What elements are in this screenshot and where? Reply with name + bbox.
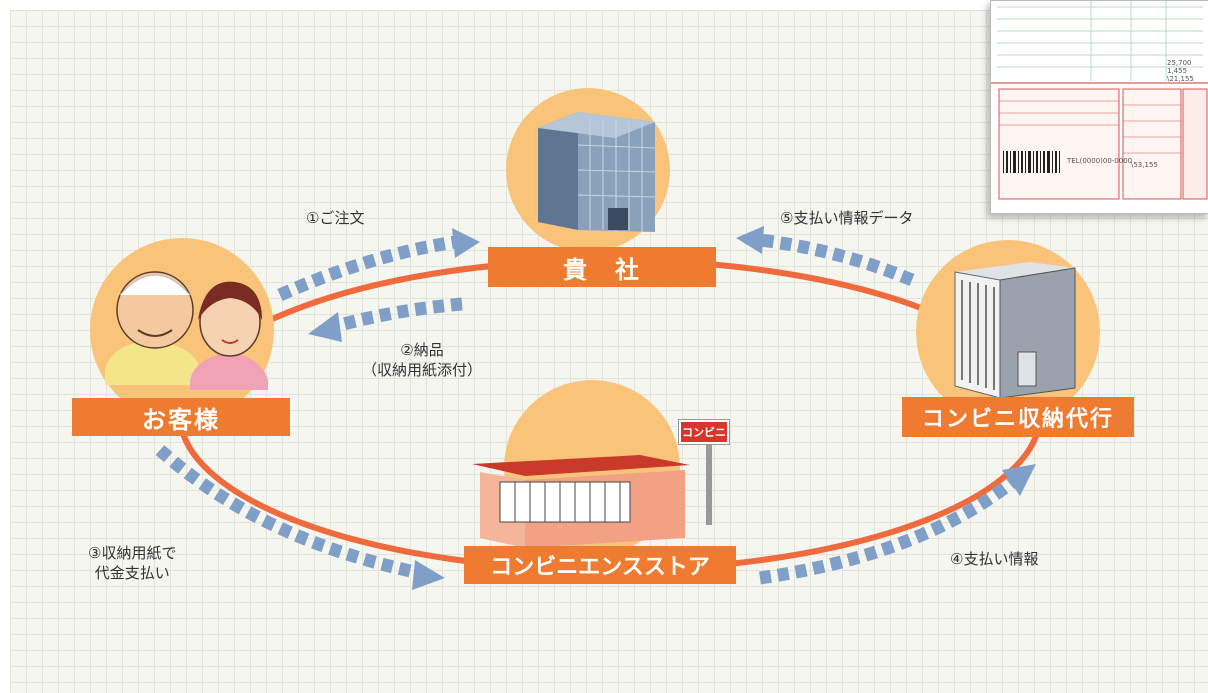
form-amount: \53,155 [1131,161,1158,169]
agency-tower-icon [954,262,1076,399]
step-payment-line1: ③収納用紙で [88,544,177,562]
form-total-1: 25,700 [1167,59,1192,67]
step-order: ①ご注文 [306,208,364,228]
payment-form-thumbnail: 25,700 1,455 \21,155 \53,155 TEL(0000)00… [990,0,1208,214]
customer-label-text: お客様 [142,405,220,434]
store-sign-text: コンビニ [682,426,726,439]
arrow-payment-info [759,464,1036,585]
step-payment-data: ⑤支払い情報データ [780,208,913,228]
step-payment-info: ④支払い情報 [950,549,1038,569]
step-payment-line2: 代金支払い [94,564,170,582]
store-label: コンビニエンスストア [464,546,736,584]
form-total-3: \21,155 [1167,75,1194,83]
arrow-payment [155,445,445,590]
step-payment: ③収納用紙で 代金支払い [88,543,176,583]
payment-form-drawing [991,1,1208,200]
agency-label-text: コンビニ収納代行 [921,407,1114,432]
form-total-2: 1,455 [1167,67,1188,75]
store-label-text: コンビニエンスストア [490,555,710,580]
customers-illustration [105,271,268,390]
form-barcode-caption: TEL(0000)00-0000 [1067,157,1133,165]
step-payment-data-text: ⑤支払い情報データ [780,209,914,227]
agency-label: コンビニ収納代行 [902,397,1134,437]
arrow-order [277,228,480,301]
customer-label: お客様 [72,398,290,436]
convenience-store-icon [472,440,712,548]
step-delivery-line2: （収納用紙添付） [362,361,483,379]
office-building-icon [538,112,656,232]
company-label-text: 貴 社 [563,255,641,284]
arrow-delivery [308,297,463,342]
store-sign: コンビニ [679,420,729,444]
step-delivery: ②納品 （収納用紙添付） [362,340,482,380]
step-payment-info-text: ④支払い情報 [950,550,1039,568]
arrow-payment-data [736,226,915,287]
step-delivery-line1: ②納品 [400,341,444,359]
step-order-text: ①ご注文 [306,209,365,227]
company-label: 貴 社 [488,247,716,287]
